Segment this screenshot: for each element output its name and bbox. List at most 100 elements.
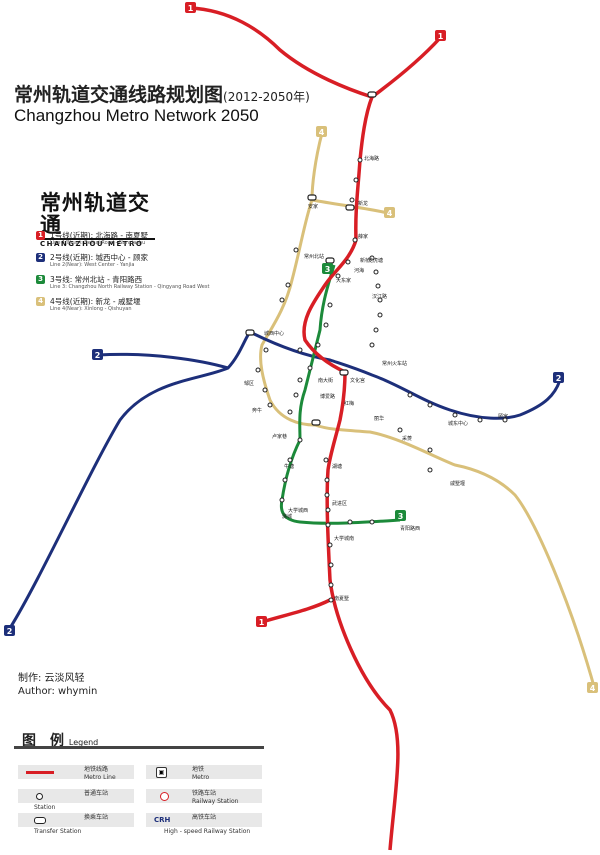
logo-divider: [40, 238, 155, 240]
station-label: 南大街: [318, 377, 333, 384]
legend-label-en: Railway Station: [192, 798, 239, 805]
station-label: 常州火车站: [382, 360, 407, 367]
line-1-southwest-spur: [261, 598, 331, 624]
legend-label: 地铁线路: [84, 766, 109, 773]
line-legend: 1 1号线(近期): 北海路 - 南夏墅 Line 1(Near): Beiha…: [36, 230, 209, 318]
line-badge: 3: [36, 275, 45, 284]
station-label: 红梅: [344, 400, 354, 407]
legend-label-en: Metro Line: [84, 774, 116, 781]
line-3-route: [279, 264, 401, 525]
svg-text:1: 1: [438, 32, 444, 41]
symbol-legend: 图 例 Legend 地铁线路 Metro Line ▣ 地铁 Metro 普通…: [14, 727, 264, 839]
transfer-station-icon: [34, 817, 46, 824]
legend-title-en: Legend: [68, 738, 99, 747]
line-name-en: Line 3: Changzhou North Railway Station …: [50, 284, 210, 290]
terminal-badge-line4-east: 4: [384, 207, 395, 218]
station-label: 戚墅堰: [450, 480, 465, 487]
terminal-badge-line2-west: 2: [92, 349, 103, 360]
metro-line-swatch: [26, 771, 54, 774]
legend-label: 换乘车站: [84, 814, 109, 821]
logo-text-cn: 常州轨道交通: [40, 191, 150, 237]
legend-metro-line-cell: [18, 765, 134, 779]
station-label: 顾家: [498, 413, 508, 420]
svg-text:2: 2: [7, 627, 13, 636]
map-title-years: (2012-2050年): [223, 90, 310, 104]
terminal-badge-line2-southwest: 2: [4, 625, 15, 636]
legend-label-en: High - speed Railway Station: [164, 828, 251, 835]
legend-label-en: Metro: [192, 774, 210, 781]
legend-label: 高铁车站: [192, 814, 217, 821]
legend-station-cell: [18, 789, 134, 803]
station-label: 城东中心: [448, 420, 468, 427]
terminal-badge-line4-north: 4: [316, 126, 327, 137]
terminal-badge-line1-northeast: 1: [435, 30, 446, 41]
legend-crh-cell: CRH: [146, 813, 262, 827]
railway-station-icon: [160, 792, 169, 801]
author-line-en: Author: whymin: [18, 686, 98, 697]
line-name-en: Line 1(Near): Beihai Road - Nanxiashu: [50, 240, 146, 246]
station-label: 卢家巷: [272, 433, 287, 440]
line-legend-item: 3 3号线: 常州北站 - 青阳路西 Line 3: Changzhou Nor…: [36, 274, 209, 293]
crh-icon: CRH: [154, 816, 171, 824]
legend-title: 图 例 Legend: [22, 730, 98, 750]
station-label: 大学城南: [334, 535, 354, 542]
station-label: 大学城西: [288, 507, 308, 514]
line-2-west-spur: [97, 352, 229, 370]
line-4-route: [259, 132, 597, 691]
terminal-badge-line1-southwest: 1: [256, 616, 267, 627]
station-label: 北海路: [364, 155, 379, 162]
metro-icon: ▣: [156, 767, 167, 778]
station-label: 青阳路西: [400, 525, 420, 532]
station-label: 龙虎塘: [368, 257, 383, 264]
terminal-badge-line1-north: 1: [185, 2, 196, 13]
svg-text:4: 4: [590, 684, 596, 693]
terminal-badge-line3-east: 3: [395, 510, 406, 521]
station-label: 安家: [308, 203, 318, 210]
station-label: 牛塘: [284, 463, 294, 470]
line-name: 1号线(近期): 北海路 - 南夏墅: [50, 231, 149, 240]
line-name-en: Line 2(Near): West Center - Yanjia: [50, 262, 135, 268]
legend-label-en: Station: [34, 804, 56, 811]
legend-divider: [14, 746, 264, 749]
svg-text:4: 4: [387, 209, 393, 218]
legend-transfer-cell: [18, 813, 134, 827]
line-1-route: [189, 6, 400, 851]
line-name: 2号线(近期): 城西中心 - 顾家: [50, 253, 149, 262]
svg-text:3: 3: [398, 512, 404, 521]
terminal-badge-line3-north: 3: [322, 263, 333, 274]
station-label: 邹区: [244, 380, 254, 387]
line-name-en: Line 4(Near): Xinlong - Qishuyan: [50, 306, 132, 312]
station-label: 博爱路: [320, 393, 335, 400]
station-label: 丽华: [374, 415, 384, 422]
station-label: 南夏墅: [334, 595, 349, 602]
station-label: 奔牛: [252, 407, 262, 414]
svg-text:4: 4: [319, 128, 325, 137]
line-badge: 2: [36, 253, 45, 262]
metro-logo: 常州轨道交通 CHANGZHOU METRO: [40, 192, 155, 248]
legend-label: 普通车站: [84, 790, 109, 797]
line-1-branch: [370, 36, 442, 99]
station-icon: [36, 793, 43, 800]
terminal-badge-line4-southeast: 4: [587, 682, 598, 693]
legend-title-cn: 图 例: [22, 733, 64, 749]
station-label: 汉江路: [372, 293, 387, 300]
station-label: 采菱: [402, 435, 412, 442]
line-badge: 4: [36, 297, 45, 306]
station-label: 薛家: [358, 233, 368, 240]
author-credit: 制作: 云淡风轻 Author: whymin: [18, 672, 97, 698]
station-label: 城西中心: [264, 330, 284, 337]
svg-text:2: 2: [95, 351, 101, 360]
station-label: 常州北站: [304, 253, 324, 260]
terminal-badge-text: 1: [188, 4, 194, 13]
terminal-badge-line2-east: 2: [553, 372, 564, 383]
svg-text:2: 2: [556, 374, 562, 383]
transfer-markers: [245, 91, 377, 426]
station-markers: [255, 157, 508, 603]
line-legend-item: 2 2号线(近期): 城西中心 - 顾家 Line 2(Near): West …: [36, 252, 186, 271]
author-line-cn: 制作: 云淡风轻: [18, 673, 85, 684]
line-legend-item: 4 4号线(近期): 新龙 - 戚墅堰 Line 4(Near): Xinlon…: [36, 296, 186, 315]
legend-label: 地铁: [192, 766, 205, 773]
line-legend-item: 1 1号线(近期): 北海路 - 南夏墅 Line 1(Near): Beiha…: [36, 230, 186, 249]
map-title-cn: 常州轨道交通线路规划图: [14, 84, 224, 106]
